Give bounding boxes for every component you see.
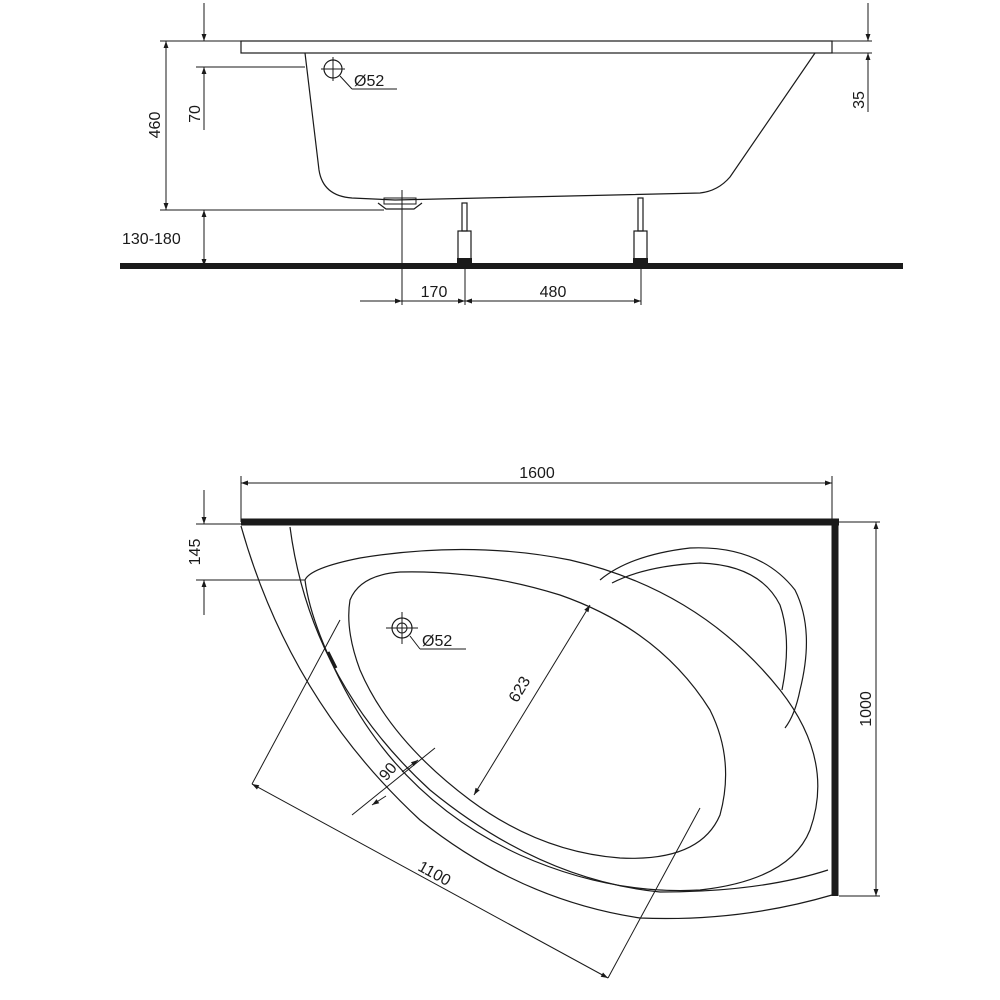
dim-170-label: 170 [421, 284, 448, 301]
dim-480-label: 480 [540, 284, 567, 301]
dim-1100-label: 1100 [415, 858, 453, 889]
side-view: Ø52 460 70 35 130-18 [120, 3, 903, 305]
overflow-diameter-top-label: Ø52 [422, 633, 452, 650]
dim-623-line [473, 604, 591, 796]
overflow-diameter-side-label: Ø52 [354, 73, 384, 90]
dim-90-line [351, 747, 436, 816]
dim-90-label: 90 [376, 760, 401, 785]
tub-headrest [599, 547, 808, 729]
dim-145-label: 145 [187, 539, 204, 566]
tub-body [304, 52, 816, 201]
drain-outlet [377, 202, 423, 210]
tub-rim [240, 40, 833, 54]
dim-1100-line [251, 783, 609, 979]
dim-35-label: 35 [851, 91, 868, 109]
dim-1600-label: 1600 [519, 465, 555, 482]
dim-1000-label: 1000 [858, 691, 875, 727]
dim-130-180-label: 130-180 [122, 231, 181, 248]
dim-623-label: 623 [506, 674, 534, 706]
tub-headrest-inner [611, 562, 788, 691]
handle-mark [326, 651, 338, 669]
overflow-symbol-side [321, 57, 397, 90]
tub-inner-bowl [348, 571, 727, 859]
top-view: Ø52 1600 1000 145 623 90 1100 [187, 465, 880, 979]
leg-left [457, 202, 472, 264]
drain-flange [383, 197, 417, 205]
tub-bowl-outline [304, 548, 819, 892]
dim-1100-ext-left [251, 619, 341, 785]
leg-right [633, 197, 648, 264]
tub-rim-inner [289, 526, 829, 893]
dim-70-label: 70 [187, 105, 204, 123]
dim-460-label: 460 [147, 112, 164, 139]
overflow-symbol-top [386, 612, 466, 650]
dim-1100-ext-right [607, 807, 701, 979]
tub-outer-edge [240, 525, 833, 920]
dim-90-tick-b [401, 759, 419, 773]
